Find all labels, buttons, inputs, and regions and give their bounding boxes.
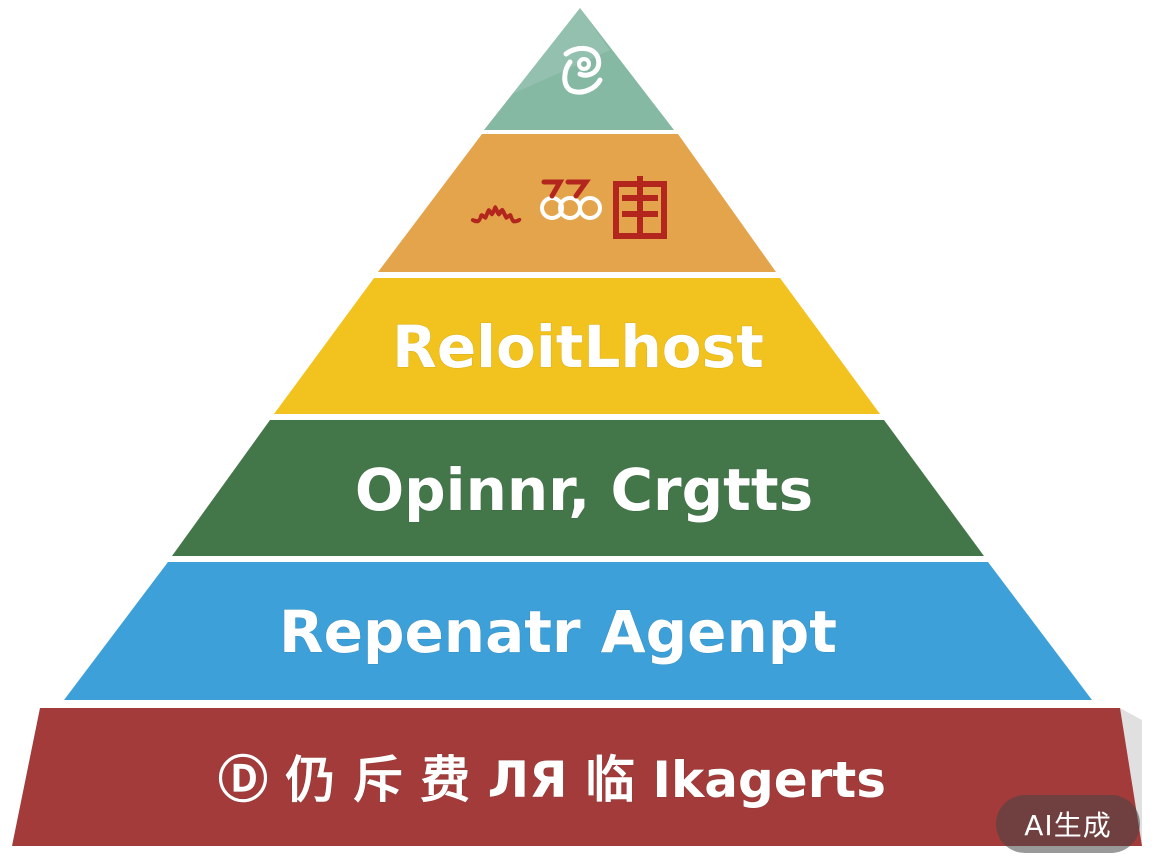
tier-6-label: Ⓓ 仍 斥 费 ЛЯ 临 Ikagerts bbox=[218, 751, 886, 809]
tier-5-shape bbox=[64, 562, 1092, 700]
tier-1-shape bbox=[484, 8, 674, 130]
tier-3-shape bbox=[274, 278, 880, 414]
glyph-1: ෴ bbox=[469, 175, 522, 241]
tier-4-shape bbox=[172, 420, 984, 556]
tier-1-highlight bbox=[484, 8, 610, 130]
ai-generated-badge: AI生成 bbox=[996, 795, 1140, 853]
tier-3-label: ReloitLhost bbox=[392, 313, 764, 381]
tier-4: Opinnr, Crgtts bbox=[172, 420, 984, 556]
tier-1-apex bbox=[484, 8, 674, 130]
tier-6-base: Ⓓ 仍 斥 费 ЛЯ 临 Ikagerts bbox=[12, 708, 1142, 846]
tier-4-label: Opinnr, Crgtts bbox=[355, 456, 813, 524]
tier-6-shape bbox=[12, 708, 1142, 846]
brush-glyph-icon bbox=[562, 46, 603, 95]
tier-5: Repenatr Agenpt bbox=[64, 562, 1092, 700]
tier-2: ෴ bbox=[378, 134, 776, 272]
glyph-2-cluster bbox=[540, 179, 602, 220]
glyph-3 bbox=[613, 176, 667, 239]
calligraphy-glyphs-icon: ෴ bbox=[469, 175, 667, 241]
tier-5-label: Repenatr Agenpt bbox=[279, 598, 837, 666]
tier-3: ReloitLhost bbox=[274, 278, 880, 414]
